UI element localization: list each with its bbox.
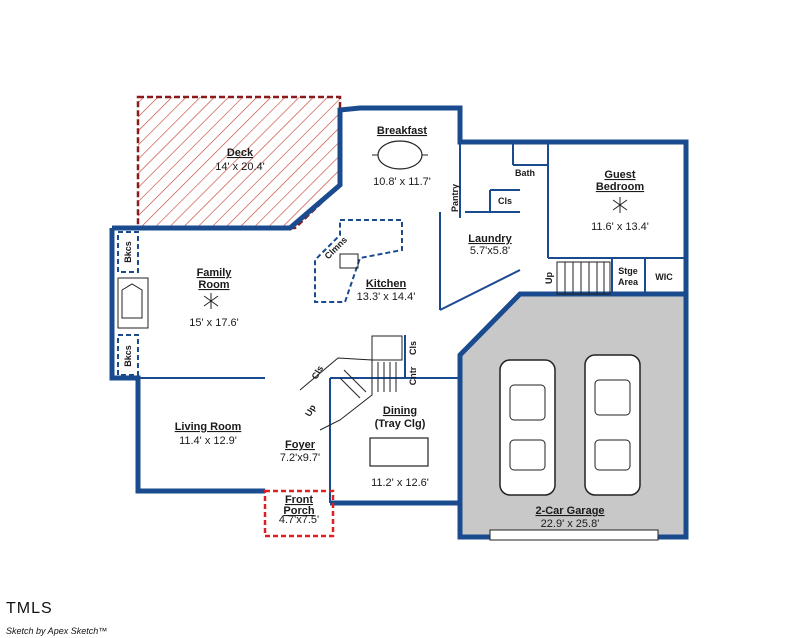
dining-label-1: Dining [383,405,417,417]
stair-closet-label: Cls [310,364,326,381]
dining-label-2: (Tray Clg) [375,418,426,430]
bookcase-top [117,231,139,273]
garage-cars [499,354,641,496]
wic-label: WIC [655,272,673,282]
laundry-dims: 5.7'x5.8' [470,245,510,257]
family-room-label-2: Room [198,279,229,291]
brand-logo-text: TMLS [6,600,53,617]
foyer-label: Foyer [285,439,316,451]
bath-label: Bath [515,168,535,178]
pantry-label: Pantry [450,184,460,212]
sketch-credit: Sketch by Apex Sketch™ [6,626,108,636]
storage-label-2: Area [618,277,639,287]
foyer-dims: 7.2'x9.7' [280,452,320,464]
guest-bedroom-label-2: Bedroom [596,181,645,193]
deck-area [136,95,342,230]
kitchen-label: Kitchen [366,278,407,290]
garage-floor [460,294,686,537]
ceiling-fan-icon [203,293,219,309]
front-porch-label-1: Front [285,494,313,506]
foyer-up-label: Up [303,402,318,418]
storage-label-1: Stge [618,266,638,276]
family-room-dims: 15' x 17.6' [189,317,238,329]
bookcase-top-label: Bkcs [123,241,133,263]
laundry-closet-label: Cls [498,196,512,206]
living-room-label: Living Room [175,421,242,433]
front-porch-label-2: Porch [283,505,314,517]
garage-dims: 22.9' x 25.8' [541,518,600,530]
garage-label: 2-Car Garage [535,505,604,517]
garage-door [489,529,659,541]
garage-up-label: Up [544,272,554,284]
bookcase-bottom-label: Bkcs [123,345,133,367]
counter-label: Cntr [408,366,418,385]
dining-closet-label: Cls [408,341,418,355]
kitchen-island [314,219,403,303]
garage-stairs [556,261,611,295]
breakfast-dims: 10.8' x 11.7' [373,176,431,188]
guest-bedroom-dims: 11.6' x 13.4' [591,221,649,233]
breakfast-label: Breakfast [377,125,427,137]
kitchen-sink [339,253,359,269]
bookcase-bottom [117,334,139,376]
front-porch-dims: 4.7'x7.5' [279,514,319,526]
laundry-label: Laundry [468,233,512,245]
breakfast-table [372,140,428,170]
fireplace [117,277,149,329]
dining-table [369,437,429,467]
deck-dims: 14' x 20.4' [215,161,264,173]
dining-dims: 11.2' x 12.6' [371,477,429,489]
foyer-stairs [299,335,403,431]
family-room-label-1: Family [197,267,233,279]
living-room-dims: 11.4' x 12.9' [179,435,237,447]
kitchen-dims: 13.3' x 14.4' [357,291,416,303]
deck-label: Deck [227,147,254,159]
ceiling-fan-icon [612,197,628,213]
front-porch-outline [263,489,335,538]
guest-bedroom-label-1: Guest [604,169,636,181]
